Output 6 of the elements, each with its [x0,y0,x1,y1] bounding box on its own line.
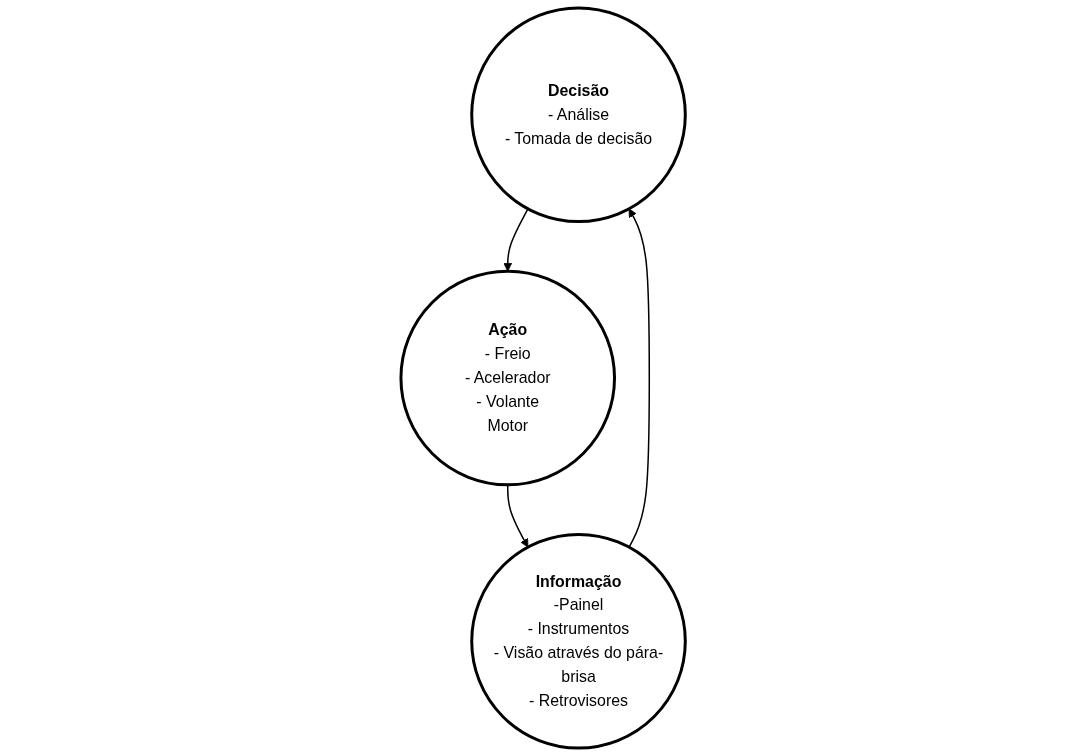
node-circle: Ação - Freio - Acelerador - Volante Motor [399,269,617,487]
node-circle: Informação -Painel - Instrumentos - Visão através do pára-brisa - Retrovisores [470,533,688,750]
arrow [507,484,529,548]
node-circle: Decisão - Análise - Tomada de decisão [470,6,688,223]
arrow [503,208,530,272]
arrow [628,208,651,548]
